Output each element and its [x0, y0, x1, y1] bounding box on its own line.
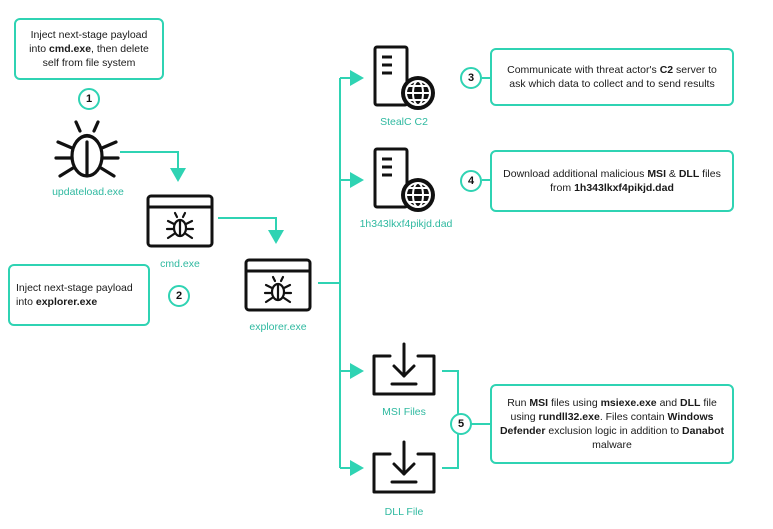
bold-term: Windows Defender	[499, 411, 714, 437]
dll-label: DLL File	[384, 506, 424, 518]
download-tray-icon	[372, 342, 436, 396]
step-3-box: Communicate with threat actor's C2 serve…	[490, 48, 734, 106]
window-bug-icon	[146, 194, 214, 248]
bold-term: msiexe.exe	[600, 397, 657, 409]
bold-term: MSI	[529, 397, 549, 409]
bold-term: C2	[659, 64, 674, 76]
bold-term: explorer.exe	[35, 296, 98, 308]
server-globe-icon	[373, 147, 435, 212]
bug-icon	[54, 120, 120, 178]
step-2-badge: 2	[168, 285, 190, 307]
bold-term: DLL	[680, 397, 701, 409]
window-bug-icon	[244, 258, 312, 312]
step-5-badge: 5	[450, 413, 472, 435]
stealc-label: StealC C2	[380, 116, 428, 128]
step-5-text: Run MSI files using msiexe.exe and DLL f…	[499, 397, 725, 451]
arrow-cmd-to-explorer	[218, 217, 284, 244]
cmd-label: cmd.exe	[160, 258, 200, 270]
step-2-box: Inject next-stage payload into explorer.…	[8, 264, 150, 326]
step-3-badge: 3	[460, 67, 482, 89]
step-2-text: Inject next-stage payload into explorer.…	[16, 282, 133, 308]
step-1-text: Inject next-stage payload into cmd.exe, …	[29, 29, 149, 69]
step-5-box: Run MSI files using msiexe.exe and DLL f…	[490, 384, 734, 464]
server-globe-icon	[373, 45, 435, 110]
step-1-box: Inject next-stage payload into cmd.exe, …	[14, 18, 164, 80]
bold-term: MSI	[647, 168, 666, 180]
step-4-badge: 4	[460, 170, 482, 192]
download-tray-icon	[372, 440, 436, 494]
step-4-box: Download additional malicious MSI & DLL …	[490, 150, 734, 212]
arrow-updateload-to-cmd	[120, 151, 186, 182]
updateload-label: updateload.exe	[52, 186, 124, 198]
bold-term: rundll32.exe	[538, 411, 600, 423]
step-4-text: Download additional malicious MSI & DLL …	[503, 168, 721, 194]
bold-term: 1h343lkxf4pikjd.dad	[574, 182, 674, 194]
step-1-badge: 1	[78, 88, 100, 110]
domain-label: 1h343lkxf4pikjd.dad	[359, 218, 453, 230]
bold-term: cmd.exe	[49, 43, 92, 55]
explorer-label: explorer.exe	[249, 321, 307, 333]
bold-term: Danabot	[682, 425, 725, 437]
step-3-text: Communicate with threat actor's C2 serve…	[507, 64, 717, 90]
msi-label: MSI Files	[382, 406, 426, 418]
bold-term: DLL	[678, 168, 700, 180]
